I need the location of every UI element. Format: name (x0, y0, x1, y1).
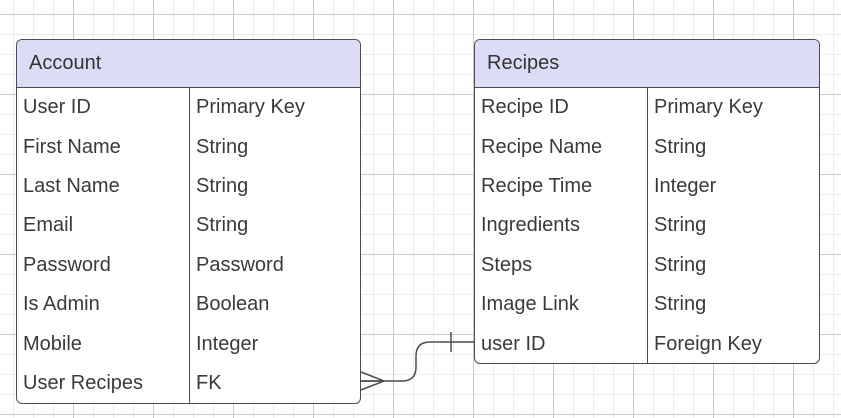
field-row-user-id[interactable]: User ID Primary Key (17, 88, 360, 127)
field-type: Primary Key (654, 96, 763, 119)
field-type: Integer (654, 174, 717, 197)
field-name: Recipe Name (481, 135, 603, 158)
account-entity-title: Account (29, 52, 102, 74)
field-name: First Name (23, 135, 121, 158)
field-row-recipe-name[interactable]: Recipe Name String (475, 127, 819, 166)
field-row-steps[interactable]: Steps String (475, 246, 819, 285)
field-row-mobile[interactable]: Mobile Integer (17, 324, 360, 363)
many-crowfoot-marker (360, 371, 387, 391)
field-name: Mobile (23, 332, 82, 355)
recipes-entity-title: Recipes (487, 52, 560, 74)
field-type: FK (196, 371, 222, 394)
field-name: Is Admin (23, 293, 100, 316)
field-type: String (654, 293, 707, 316)
field-row-user-id-fk[interactable]: user ID Foreign Key (475, 324, 819, 363)
field-type: Integer (196, 332, 259, 355)
field-name: User ID (23, 96, 91, 119)
field-row-first-name[interactable]: First Name String (17, 127, 360, 166)
column-divider (647, 88, 648, 363)
field-type: String (654, 135, 707, 158)
field-type: String (196, 135, 249, 158)
field-name: Email (23, 214, 74, 237)
column-divider (189, 88, 190, 403)
account-entity-header: Account (17, 40, 360, 88)
field-type: Boolean (196, 293, 270, 316)
field-type: String (196, 174, 249, 197)
field-name: Ingredients (481, 214, 580, 237)
field-type: Foreign Key (654, 332, 762, 355)
field-row-image-link[interactable]: Image Link String (475, 285, 819, 324)
field-name: Last Name (23, 174, 120, 197)
field-type: String (196, 214, 249, 237)
field-type: Password (196, 253, 284, 276)
field-row-ingredients[interactable]: Ingredients String (475, 206, 819, 245)
recipes-entity-fields: Recipe ID Primary Key Recipe Name String… (475, 88, 819, 363)
field-type: String (654, 214, 707, 237)
recipes-entity-header: Recipes (475, 40, 819, 88)
field-name: Recipe ID (481, 96, 569, 119)
field-row-recipe-time[interactable]: Recipe Time Integer (475, 167, 819, 206)
field-row-email[interactable]: Email String (17, 206, 360, 245)
field-name: Recipe Time (481, 174, 593, 197)
relationship-line[interactable] (361, 341, 474, 382)
field-row-recipe-id[interactable]: Recipe ID Primary Key (475, 88, 819, 127)
field-name: User Recipes (23, 371, 144, 394)
field-name: Password (23, 253, 111, 276)
field-name: Image Link (481, 293, 579, 316)
field-row-last-name[interactable]: Last Name String (17, 167, 360, 206)
account-entity-fields: User ID Primary Key First Name String La… (17, 88, 360, 403)
field-row-user-recipes[interactable]: User Recipes FK (17, 364, 360, 403)
field-name: Steps (481, 253, 533, 276)
field-type: Primary Key (196, 96, 305, 119)
field-type: String (654, 253, 707, 276)
account-entity[interactable]: Account User ID Primary Key First Name S… (16, 39, 361, 404)
field-name: user ID (481, 332, 546, 355)
field-row-password[interactable]: Password Password (17, 246, 360, 285)
field-row-is-admin[interactable]: Is Admin Boolean (17, 285, 360, 324)
recipes-entity[interactable]: Recipes Recipe ID Primary Key Recipe Nam… (474, 39, 820, 364)
